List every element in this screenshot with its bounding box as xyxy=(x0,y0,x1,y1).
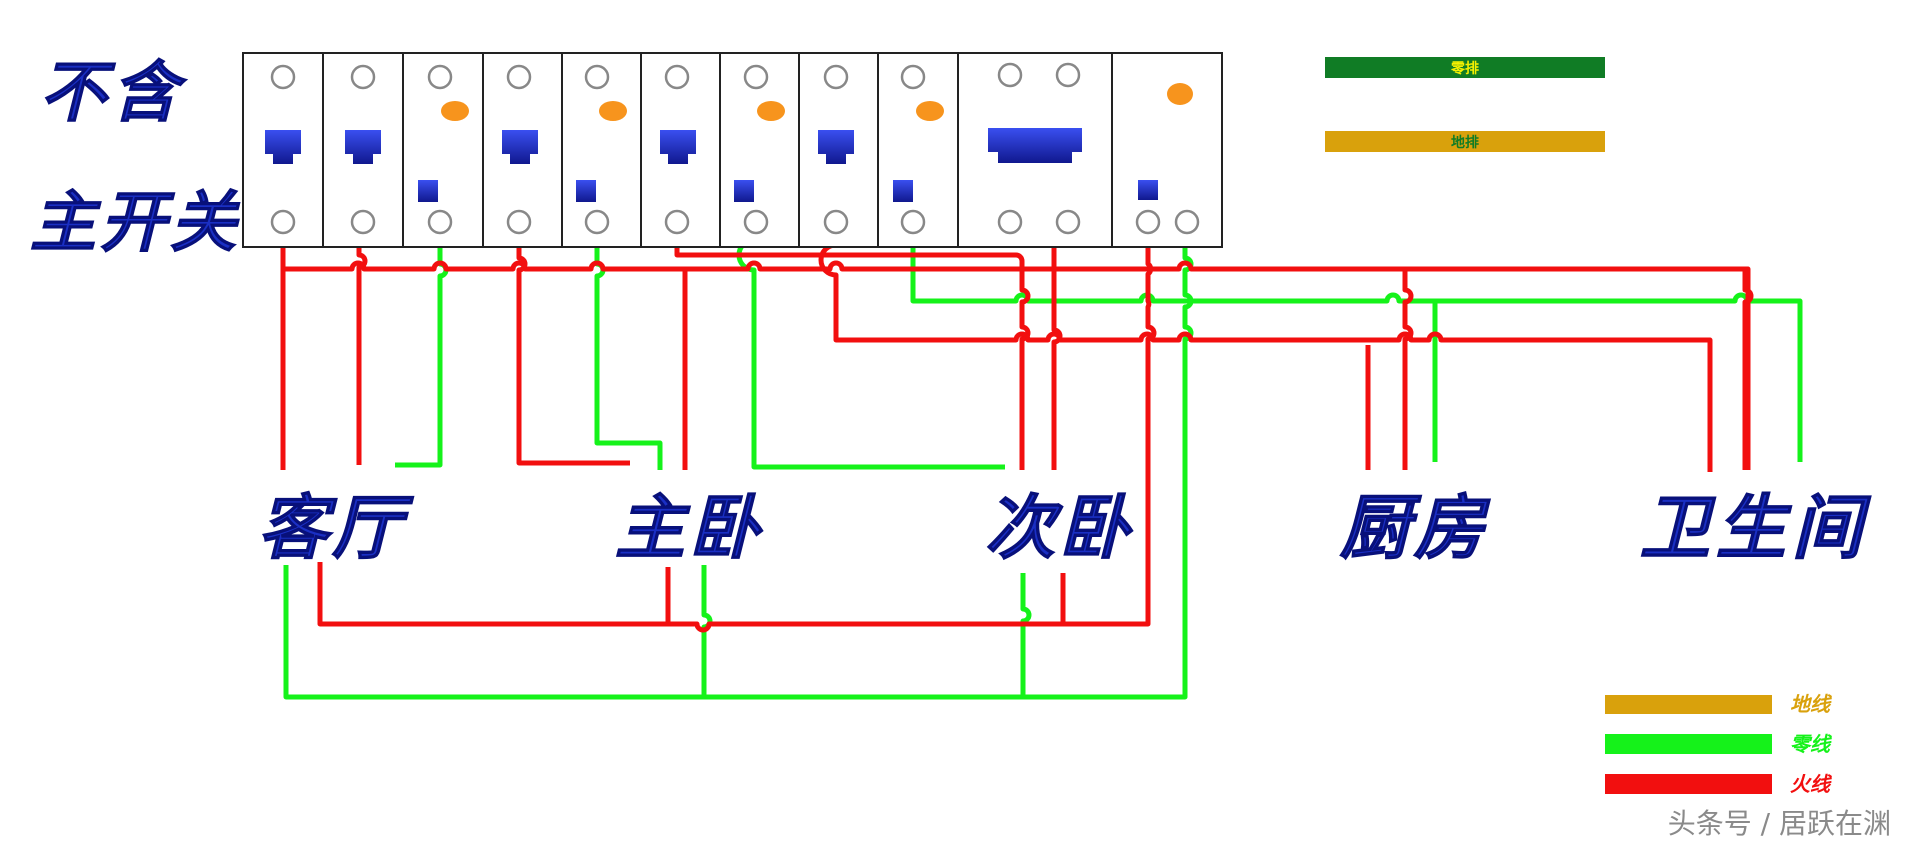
master-bedroom-live-wire xyxy=(516,222,630,466)
bathroom-live-drop xyxy=(1742,269,1754,470)
master-bedroom-neutral-wire xyxy=(594,222,663,470)
breaker-handle[interactable] xyxy=(345,130,381,164)
terminal-screw xyxy=(743,64,769,90)
panel-label-line-1: 不含 xyxy=(40,53,187,131)
terminal-screw xyxy=(1135,209,1161,235)
rcd-breaker-5[interactable] xyxy=(561,52,642,248)
breaker-handle[interactable] xyxy=(893,180,913,202)
terminal-screw xyxy=(900,209,926,235)
legend-label-neutral: 零线 xyxy=(1790,732,1833,756)
test-indicator[interactable] xyxy=(441,101,469,121)
live-wires xyxy=(280,222,1754,633)
ground-bar xyxy=(1325,131,1605,152)
legend-swatch-ground xyxy=(1605,695,1772,714)
terminal-screw xyxy=(997,209,1023,235)
terminal-screw xyxy=(823,209,849,235)
terminal-screw xyxy=(997,62,1023,88)
living-room-live-wire-2 xyxy=(356,222,368,465)
rcd-breaker-11[interactable] xyxy=(1111,52,1223,248)
double-pole-breaker-10[interactable] xyxy=(957,52,1113,248)
panel-label-line-2: 主开关 xyxy=(30,183,240,261)
legend-swatch-live xyxy=(1605,774,1772,794)
terminal-screw xyxy=(1055,209,1081,235)
legend-label-live: 火线 xyxy=(1790,772,1833,796)
living-room-neutral-wire xyxy=(395,222,449,468)
second-bedroom-return-live xyxy=(1060,222,1157,627)
distribution-panel xyxy=(242,52,1223,248)
terminal-screw xyxy=(823,64,849,90)
second-bedroom-neutral-wire xyxy=(736,222,1005,470)
room-labels: 客厅 主卧 次卧 厨房 卫生间 xyxy=(257,485,1872,569)
second-bedroom-live-wire-2 xyxy=(1051,222,1063,470)
rcd-breaker-9[interactable] xyxy=(877,52,959,248)
master-bedroom-neutral-return xyxy=(701,565,713,697)
terminal-screw xyxy=(270,209,296,235)
breaker-handle[interactable] xyxy=(734,180,754,202)
main-live-trunk xyxy=(280,222,1751,470)
ground-bar-label: 地排 xyxy=(1451,134,1479,151)
breaker-handle[interactable] xyxy=(818,130,854,164)
watermark: 头条号 / 居跃在渊 xyxy=(1667,807,1891,840)
breaker-6[interactable] xyxy=(640,52,721,248)
legend-swatch-neutral xyxy=(1605,734,1772,754)
panel-label: 不含 主开关 xyxy=(29,52,240,261)
terminal-screw xyxy=(427,64,453,90)
second-bedroom-neutral-return xyxy=(1020,573,1032,697)
test-indicator[interactable] xyxy=(916,101,944,121)
terminal-screw xyxy=(584,209,610,235)
test-indicator[interactable] xyxy=(1167,83,1193,105)
terminal-screw xyxy=(506,64,532,90)
terminal-screw xyxy=(900,64,926,90)
breaker-body xyxy=(1111,52,1223,248)
breaker-handle[interactable] xyxy=(988,128,1082,163)
neutral-bar-label: 零排 xyxy=(1450,60,1479,77)
kitchen-bathroom-live-trunk xyxy=(818,222,1713,472)
terminal-screw xyxy=(664,209,690,235)
terminal-screw xyxy=(270,64,296,90)
terminal-screw xyxy=(584,64,610,90)
terminal-screw xyxy=(743,209,769,235)
terminal-screw xyxy=(350,209,376,235)
room-label-master-bedroom: 主卧 xyxy=(615,486,763,569)
breaker-handle[interactable] xyxy=(660,130,696,164)
terminal-screw xyxy=(427,209,453,235)
breaker-handle[interactable] xyxy=(265,130,301,164)
legend-label-ground: 地线 xyxy=(1790,692,1833,716)
room-label-bathroom: 卫生间 xyxy=(1640,486,1872,569)
test-indicator[interactable] xyxy=(599,101,627,121)
breaker-handle[interactable] xyxy=(1138,180,1158,200)
breaker-handle[interactable] xyxy=(502,130,538,164)
terminal-screw xyxy=(664,64,690,90)
neutral-bar xyxy=(1325,57,1605,78)
terminal-screw xyxy=(1055,62,1081,88)
room-label-living-room: 客厅 xyxy=(258,486,414,569)
breaker-2[interactable] xyxy=(322,52,404,248)
bus-bars: 零排 地排 xyxy=(1325,57,1605,152)
terminal-screw xyxy=(1174,209,1200,235)
room-label-kitchen: 厨房 xyxy=(1340,486,1491,569)
terminal-screw xyxy=(350,64,376,90)
breaker-handle[interactable] xyxy=(418,180,438,202)
shared-live-return xyxy=(317,562,1148,633)
second-bedroom-live-wire xyxy=(674,222,1031,470)
legend: 地线 零线 火线 xyxy=(1605,692,1833,796)
kitchen-bathroom-neutral-trunk xyxy=(910,222,1803,462)
kitchen-live-drop-2 xyxy=(1402,269,1414,470)
terminal-screw xyxy=(506,209,532,235)
breaker-handle[interactable] xyxy=(576,180,596,202)
test-indicator[interactable] xyxy=(757,101,785,121)
room-label-second-bedroom: 次卧 xyxy=(985,486,1133,569)
